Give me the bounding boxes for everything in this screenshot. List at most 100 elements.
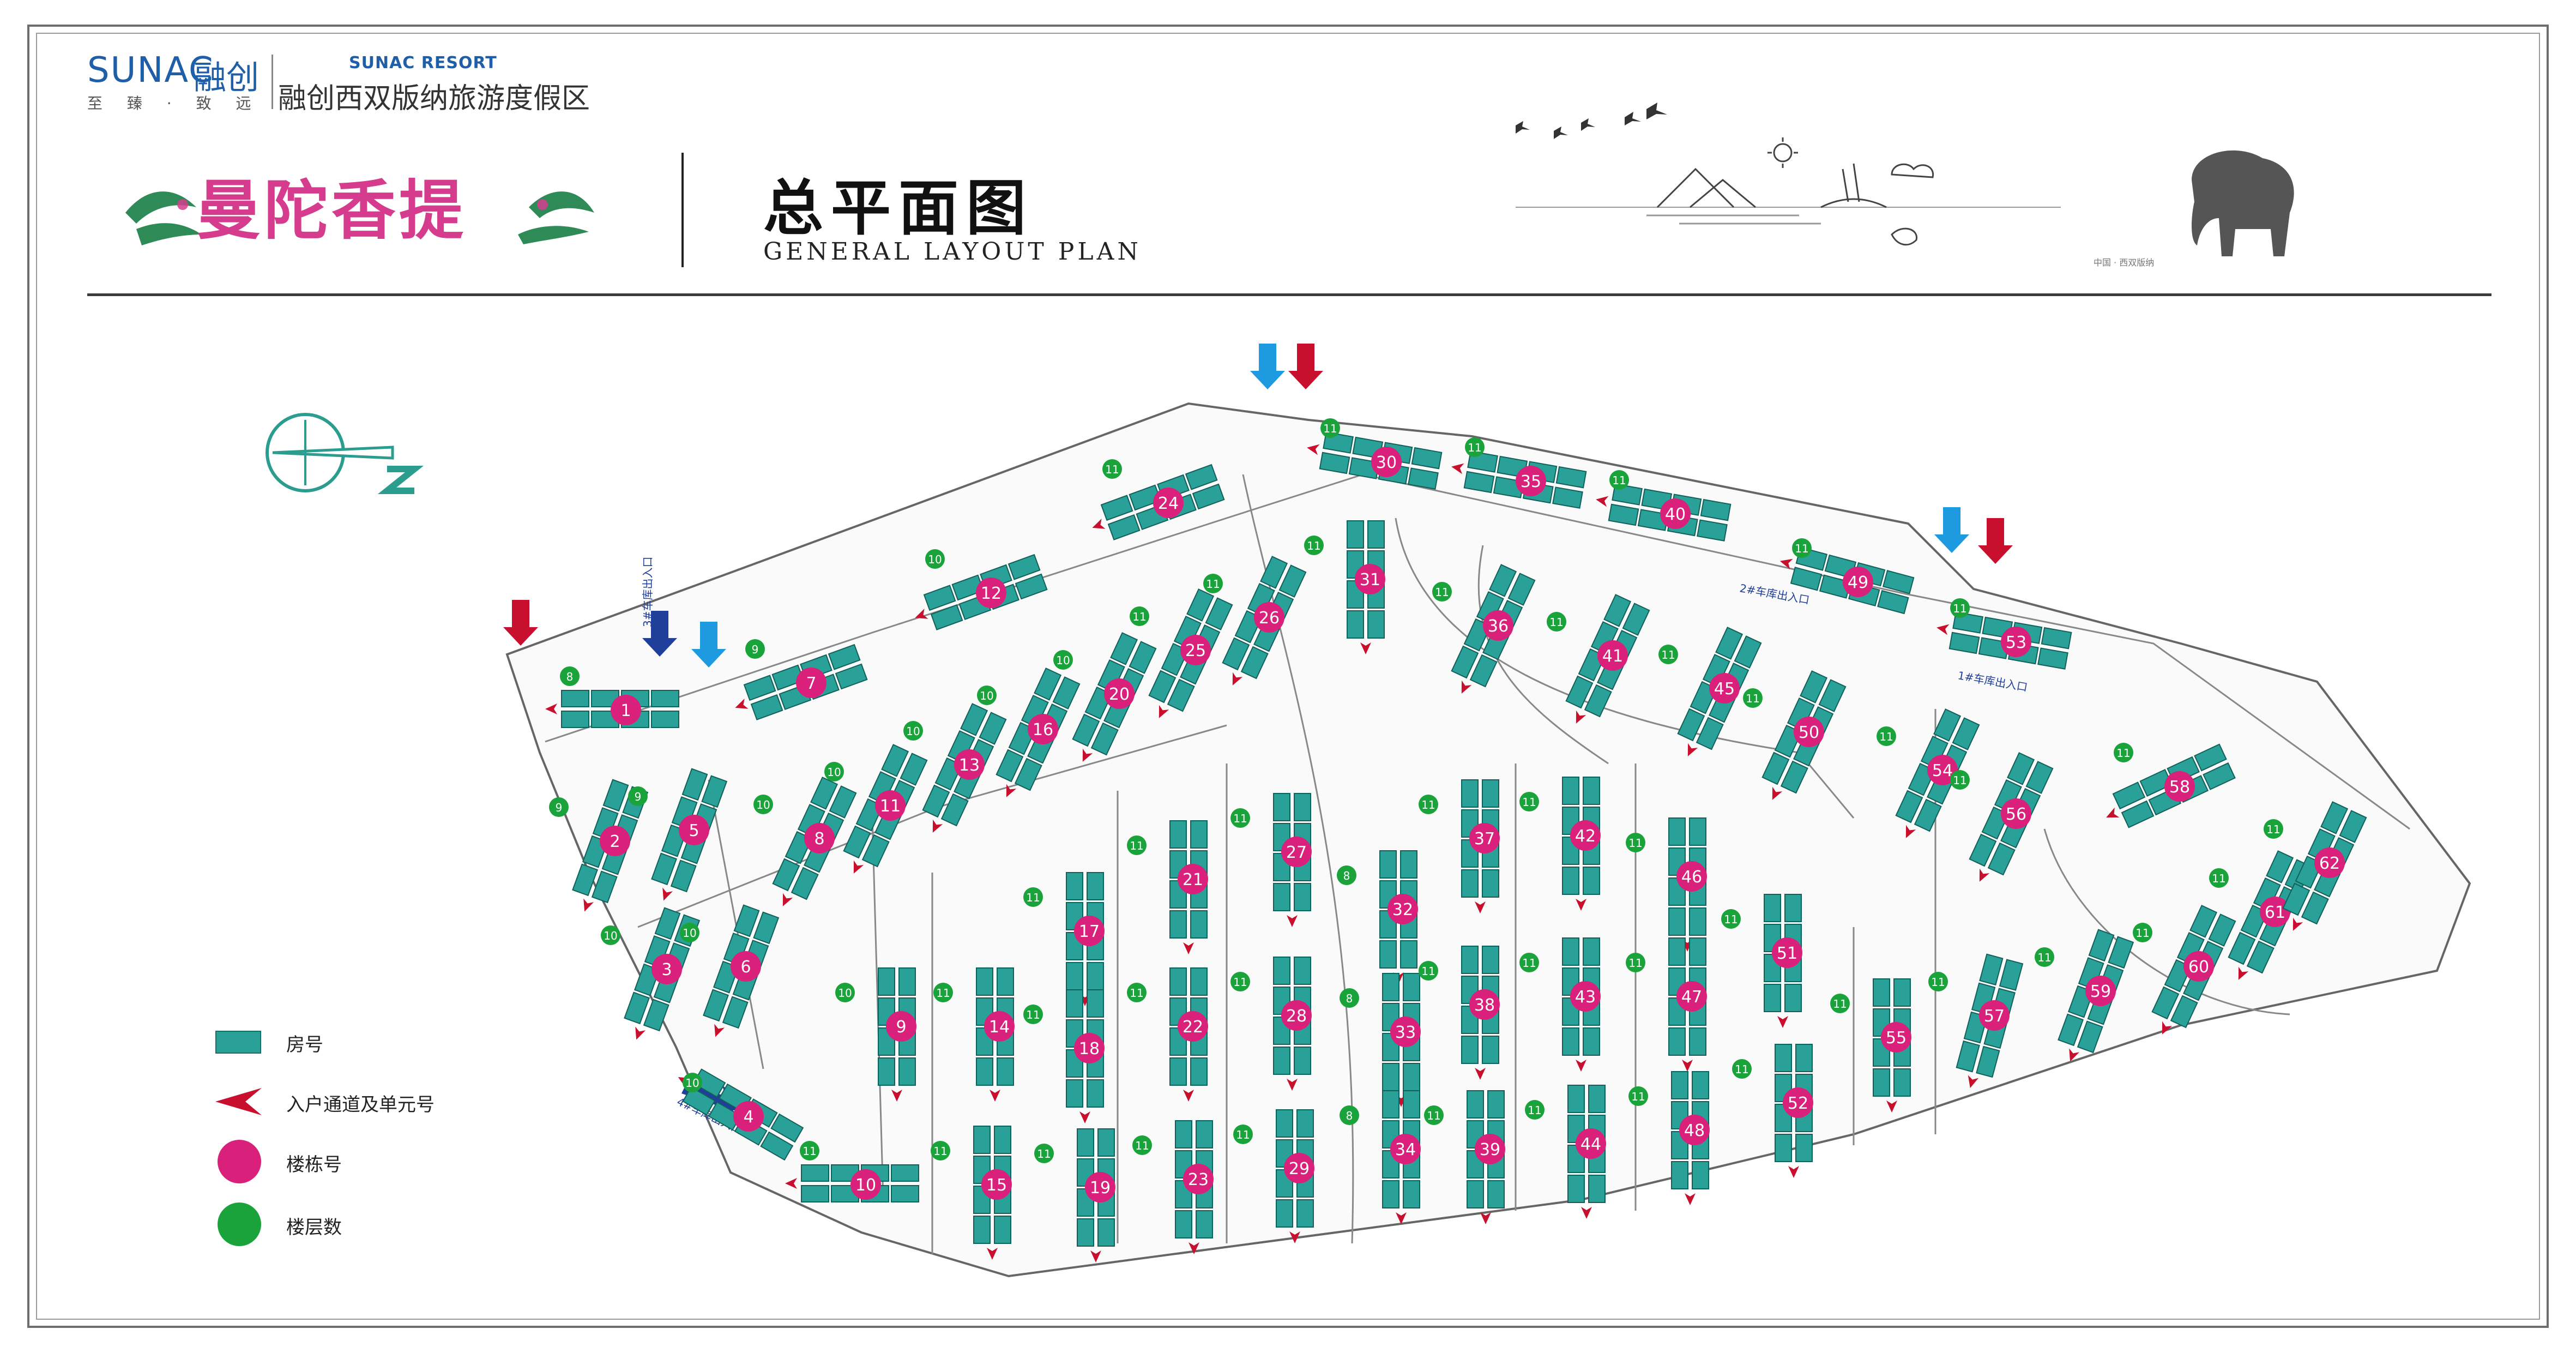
floor-count-text: 11 [1130,839,1143,852]
room-block [1222,637,1250,671]
building-number-text: 4 [743,1108,753,1127]
building-number-text: 35 [1521,472,1541,491]
room-block [1487,1180,1505,1208]
room-block [1451,645,1479,679]
building-number-text: 52 [1788,1094,1808,1113]
room-block [1987,842,2016,876]
floor-count-text: 11 [2135,927,2149,940]
room-block [561,690,589,707]
entry-arrow-icon [987,1248,998,1260]
building-number-badge [1183,1164,1214,1194]
building-number-badge [1469,823,1500,853]
entry-arrow-icon [714,1024,725,1037]
floor-count-badge [1230,972,1250,991]
building-number-badge [1387,894,1418,924]
building-number-text: 41 [1602,647,1623,666]
building-number-text: 5 [689,821,699,840]
pedestrian-entrance-arrow-east [1934,507,1969,553]
title-divider [681,153,684,267]
building-number-text: 1 [620,701,631,720]
room-block [1818,679,1847,712]
room-block [878,967,895,996]
building-number-text: 32 [1392,900,1413,919]
floor-count-text: 8 [1346,992,1353,1005]
parking-3-entrance-arrow [642,611,677,657]
room-block [1400,850,1417,879]
room-block [1668,907,1686,936]
legend-room: 房号 [215,1020,542,1063]
building-number-badge [1180,635,1211,665]
entry-arrow-icon [1183,1090,1194,1102]
entry-arrow-icon [782,893,793,906]
building-number-badge [1254,602,1284,633]
room-block [878,1057,895,1086]
room-block [1196,1120,1213,1148]
room-block [1790,567,1823,591]
room-block [2077,1020,2103,1054]
room-block [1148,670,1177,703]
floor-count-text: 11 [1612,474,1626,487]
room-block [1186,588,1215,622]
room-block [770,1113,804,1143]
building-number-badge [1570,820,1601,851]
scenery-caption: 中国 · 西双版纳 [2094,257,2155,268]
room-block [1895,790,1923,823]
entry-arrow-icon [785,1178,797,1189]
floor-count-text: 10 [928,553,942,566]
building-number-badge [1660,498,1691,529]
room-block [829,785,857,819]
entry-arrow-icon [1360,642,1371,654]
floor-count-badge [1626,953,1645,972]
room-block [670,859,697,893]
building-48 [1671,1071,1709,1205]
building-number-text: 6 [740,958,751,977]
floor-count-badge [1628,1086,1648,1106]
floor-count-text: 11 [1528,1104,1541,1117]
room-block [1276,1109,1293,1138]
room-block [1090,722,1119,756]
room-block [1382,1090,1399,1119]
room-block [900,753,928,786]
entry-arrow-icon [2293,917,2303,931]
entry-arrow-icon [1092,518,1106,529]
floor-count-text: 8 [1343,869,1350,882]
building-number-badge [1979,1000,2010,1031]
room-block [1583,777,1600,805]
room-block [2170,995,2198,1029]
floor-count-text: 11 [1135,1139,1149,1152]
room-block [1562,777,1579,805]
entry-arrow-icon [662,887,673,901]
room-block [1877,590,1909,615]
room-block [1999,959,2024,991]
building-number-text: 39 [1480,1140,1500,1159]
floor-count-text: 11 [1468,441,1481,454]
entry-arrow-icon [1006,784,1017,797]
room-block [1775,1044,1792,1072]
floor-count-text: 10 [827,766,841,779]
floor-count-badge [745,639,765,659]
building-number-badge [1085,1172,1115,1202]
pedestrian-entrance-arrow-north [1250,344,1285,389]
room-block [1565,675,1594,709]
floor-count-badge [1132,1135,1152,1155]
building-number-badge [1355,564,1385,594]
building-number-badge [1576,1128,1606,1159]
room-block [1700,498,1732,521]
building-number-badge [1597,640,1628,671]
floor-count-text: 9 [556,801,563,814]
room-block [1052,676,1081,709]
building-number-text: 34 [1395,1140,1416,1159]
floor-count-badge [1465,437,1485,457]
room-block [1689,937,1706,966]
parking-3-label: 3#车库出入口 [641,557,654,627]
entry-arrow-icon [583,898,594,912]
room-block [801,1164,829,1182]
floor-count-text: 11 [1522,957,1536,970]
building-number-badge [2085,976,2116,1006]
floor-count-badge [549,797,569,817]
floor-count-text: 11 [1735,1063,1748,1076]
building-number-badge [1927,755,1958,785]
building-number-text: 24 [1158,494,1179,513]
entry-arrow-icon [1183,942,1194,954]
room-block [1408,467,1439,490]
